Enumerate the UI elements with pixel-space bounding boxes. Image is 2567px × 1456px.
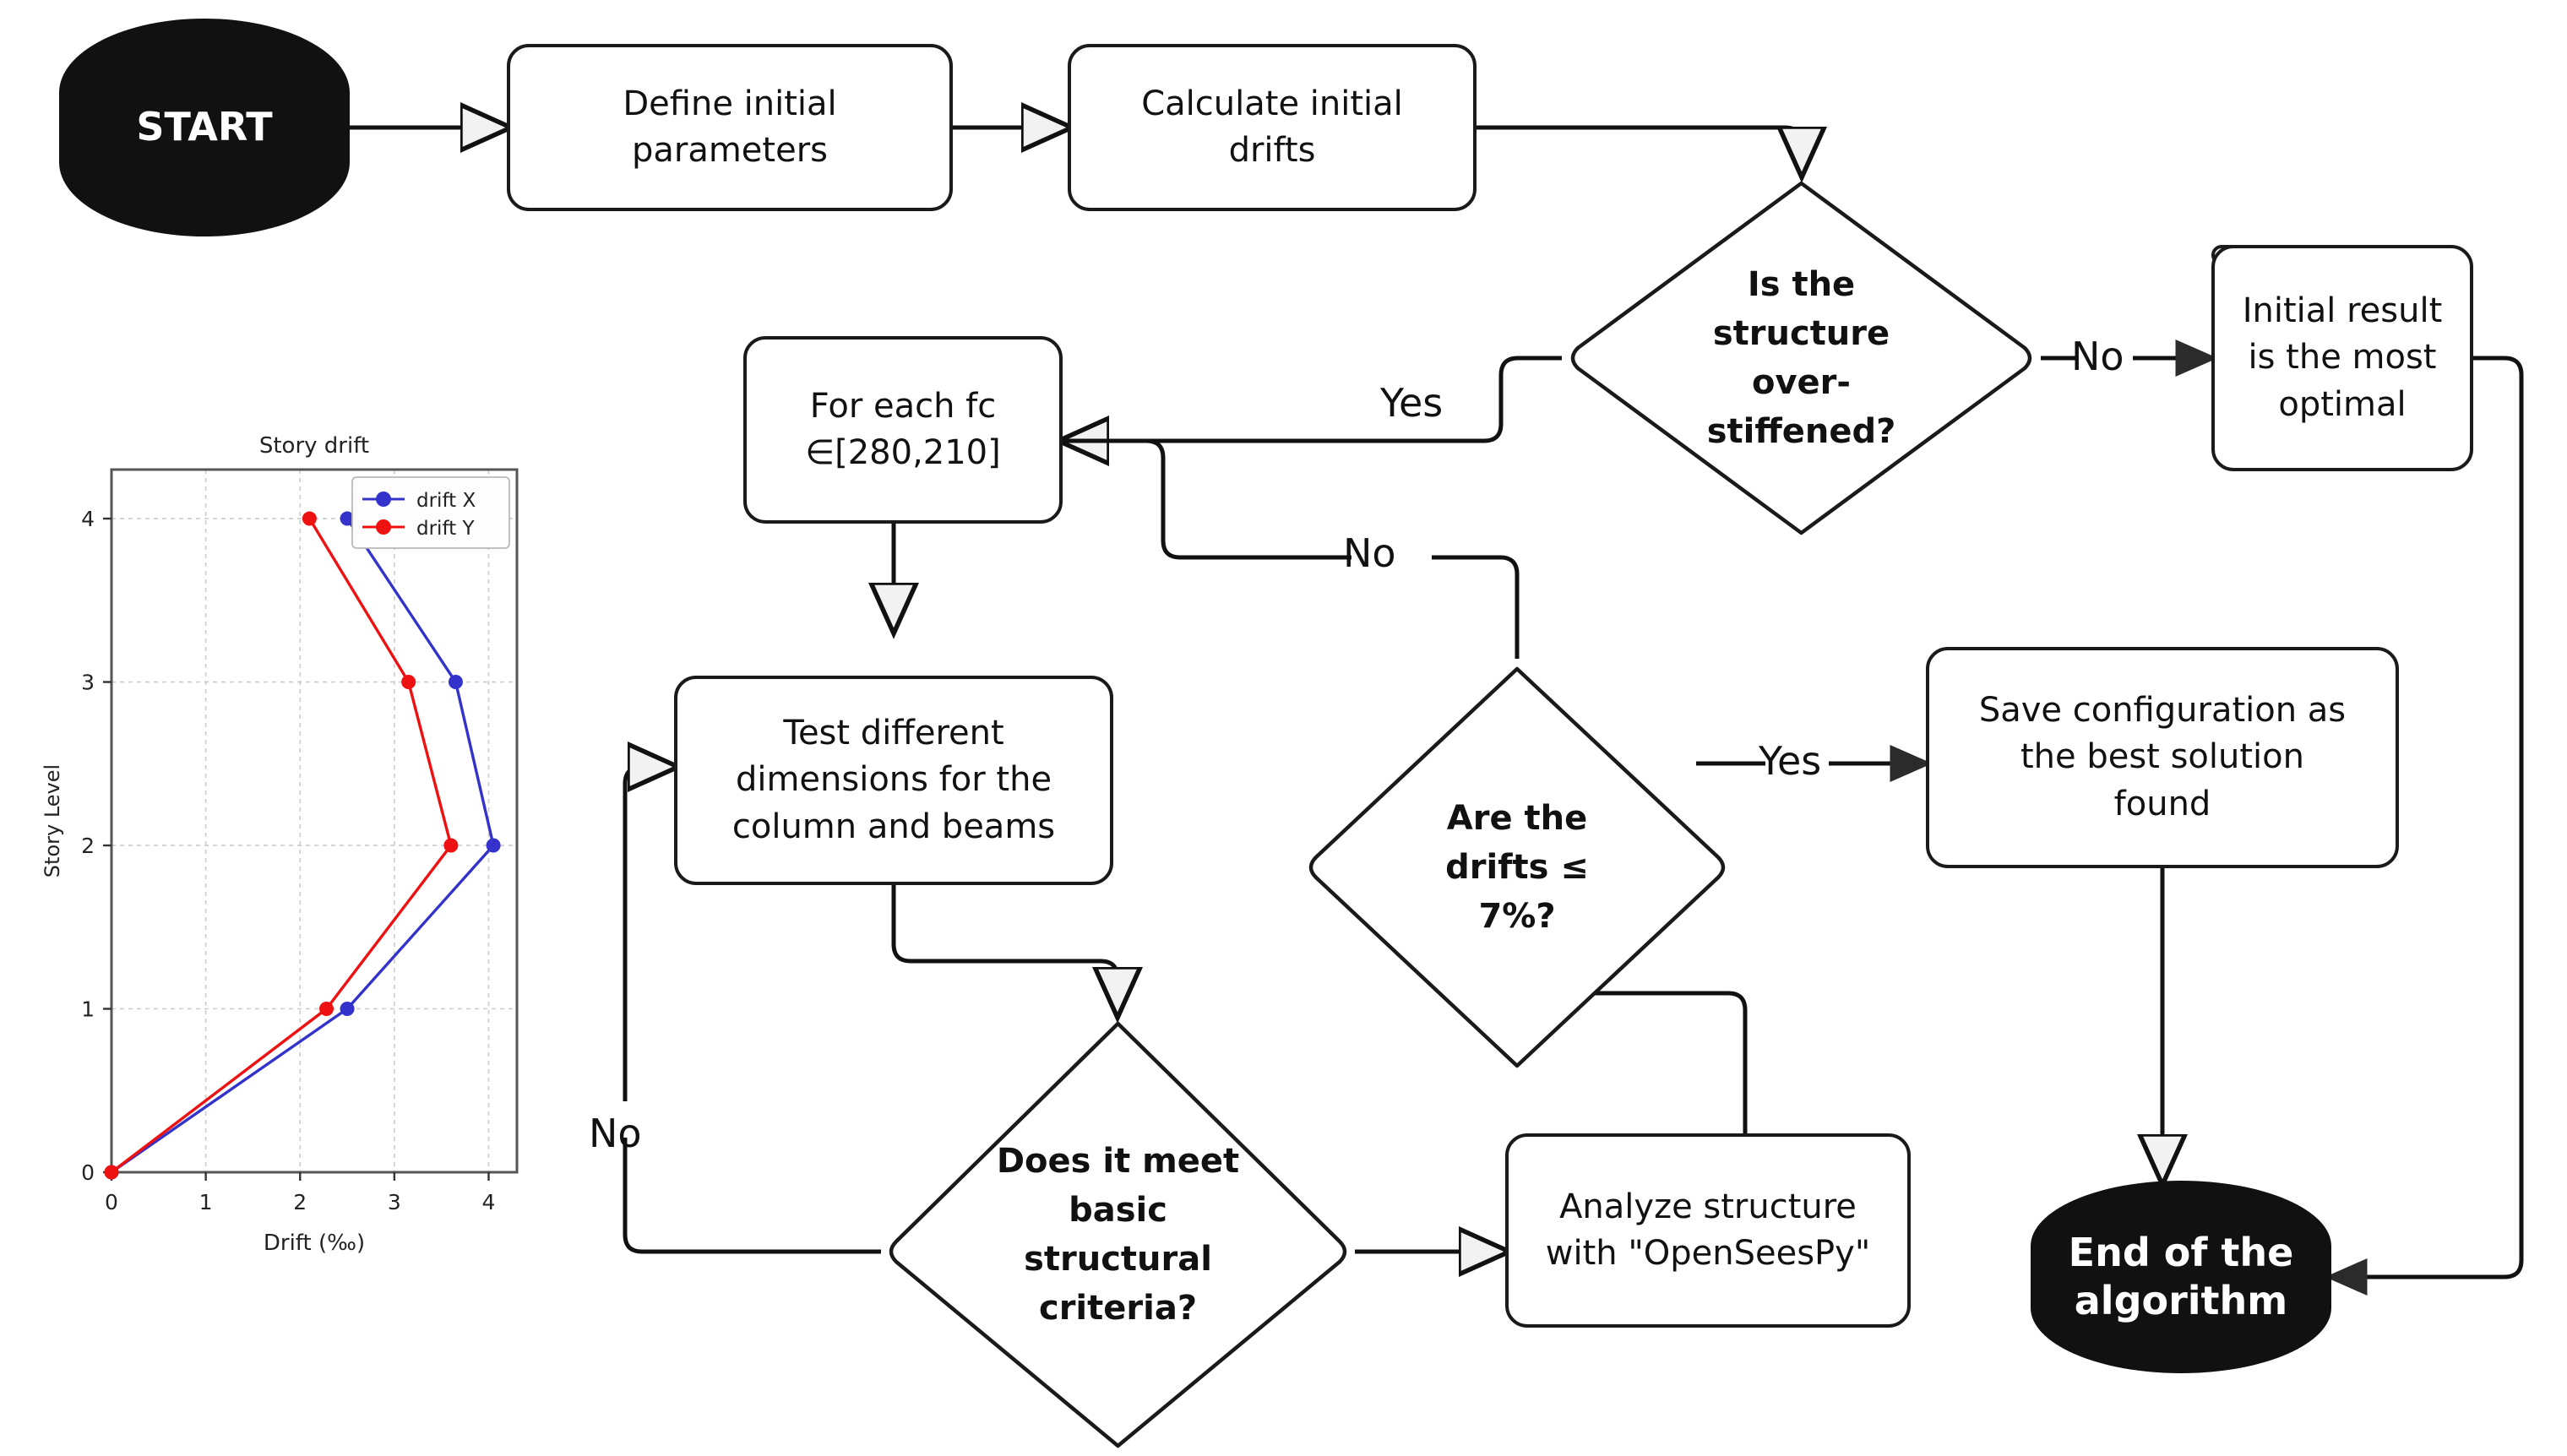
chart-legend-label: drift Y: [416, 518, 475, 540]
node-overstiffened-label: Is the structure over- stiffened?: [1706, 265, 1896, 451]
chart-yticklabel: 1: [81, 997, 95, 1022]
chart-xticklabel: 1: [199, 1190, 213, 1214]
chart-title: Story drift: [259, 433, 369, 459]
chart-xticklabel: 0: [105, 1190, 118, 1214]
chart-legend-swatch-marker: [376, 492, 391, 507]
chart-yticklabel: 2: [81, 834, 95, 858]
chart-data-point: [486, 838, 501, 853]
node-test-dimensions-label: Test different dimensions for the column…: [731, 714, 1056, 846]
edge-label-criteria-no: No: [589, 1111, 642, 1156]
node-overstiffened-decision[interactable]: Is the structure over- stiffened?: [1562, 173, 2041, 543]
node-initial-result-optimal-label: Initial result is the most optimal: [2242, 291, 2443, 424]
chart-legend-label: drift X: [416, 490, 476, 512]
edge-test-to-criteria: [891, 885, 1118, 1013]
node-analyze-structure[interactable]: Analyze structure with "OpenSeesPy": [1505, 1133, 1911, 1328]
chart-ylabel: Story Level: [41, 764, 64, 877]
node-save-configuration-label: Save configuration as the best solution …: [1978, 691, 2347, 823]
node-for-each-fc-label: For each fc ∈[280,210]: [805, 386, 1001, 472]
edge-label-overstiff-no: No: [2071, 334, 2124, 379]
chart-xticklabel: 4: [482, 1190, 496, 1214]
edge-calculate-to-overstiff: [1477, 125, 1802, 173]
node-calculate-drifts-label: Calculate initial drifts: [1141, 84, 1403, 170]
node-initial-result-optimal-box[interactable]: Initial result is the most optimal: [2211, 245, 2473, 471]
node-test-dimensions[interactable]: Test different dimensions for the column…: [674, 676, 1113, 885]
chart-legend-box: [351, 476, 510, 549]
chart-xticklabel: 3: [388, 1190, 401, 1214]
chart-yticklabel: 3: [81, 671, 95, 695]
node-define-parameters-label: Define initial parameters: [623, 84, 837, 170]
chart-data-point: [401, 675, 416, 690]
edge-overstiff-yes: [1063, 356, 1562, 441]
node-drifts-decision[interactable]: Are the drifts ≤ 7%?: [1301, 659, 1733, 1076]
chart-xticklabel: 2: [293, 1190, 307, 1214]
chart-plot-frame: [110, 468, 519, 1174]
node-criteria-decision[interactable]: Does it meet basic structural criteria?: [881, 1013, 1355, 1456]
chart-yticklabel: 4: [81, 507, 95, 531]
chart-data-point: [319, 1002, 334, 1017]
node-define-parameters[interactable]: Define initial parameters: [507, 44, 953, 211]
chart-yticklabel: 0: [81, 1160, 95, 1185]
edge-label-drifts-yes: Yes: [1759, 738, 1822, 784]
chart-data-point: [448, 675, 463, 690]
edge-drifts-no: [1063, 438, 1520, 659]
chart-data-point: [443, 838, 459, 853]
node-start-label: START: [136, 104, 273, 150]
chart-data-point: [340, 1002, 355, 1017]
node-end[interactable]: End of the algorithm: [2031, 1181, 2331, 1373]
edge-label-overstiff-yes: Yes: [1380, 380, 1444, 426]
node-for-each-fc[interactable]: For each fc ∈[280,210]: [743, 336, 1063, 524]
node-analyze-structure-label: Analyze structure with "OpenSeesPy": [1545, 1187, 1871, 1273]
node-drifts-label: Are the drifts ≤ 7%?: [1445, 799, 1589, 936]
chart-data-point: [302, 511, 317, 526]
node-start[interactable]: START: [59, 19, 350, 236]
chart-legend-swatch-marker: [376, 519, 391, 535]
node-save-configuration[interactable]: Save configuration as the best solution …: [1926, 647, 2399, 868]
node-calculate-drifts[interactable]: Calculate initial drifts: [1068, 44, 1477, 211]
chart-data-point: [340, 511, 355, 526]
chart-xlabel: Drift (‰): [264, 1231, 365, 1256]
chart-data-point: [104, 1165, 119, 1180]
node-end-label: End of the algorithm: [2068, 1229, 2294, 1324]
edge-label-drifts-no: No: [1343, 530, 1396, 576]
node-criteria-label: Does it meet basic structural criteria?: [996, 1142, 1240, 1328]
